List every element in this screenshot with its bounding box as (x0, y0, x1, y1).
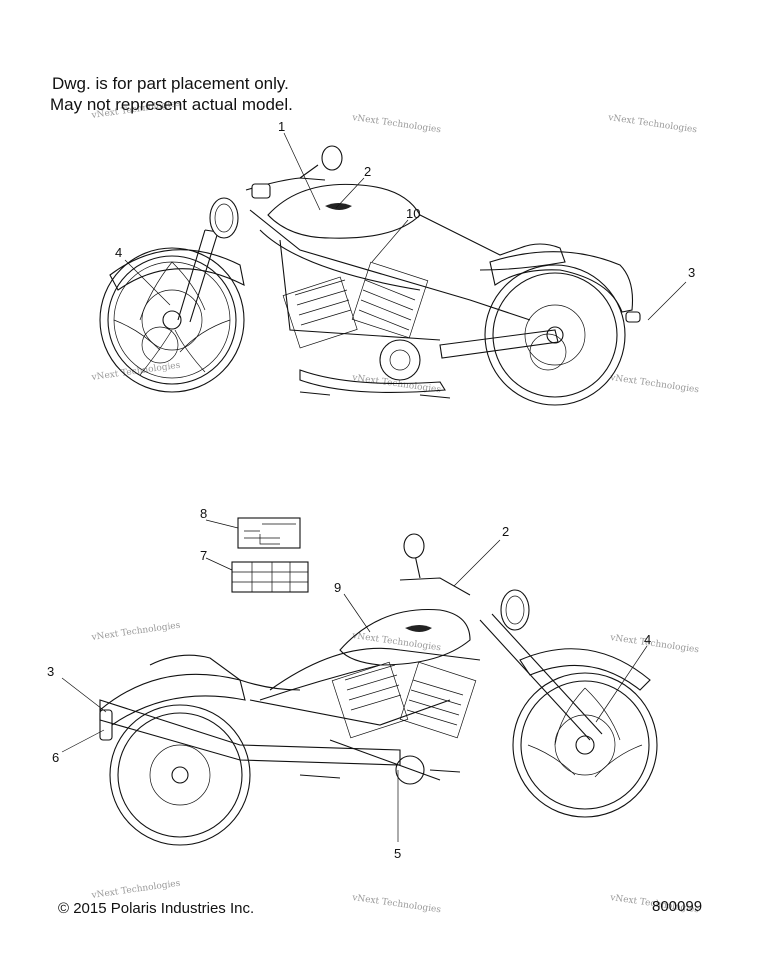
rear-fender (99, 673, 246, 726)
engine (331, 661, 477, 785)
front-wheel (99, 247, 245, 393)
motorcycle-side-view-left (99, 145, 641, 406)
placement-note-line1: Dwg. is for part placement only. (52, 74, 289, 93)
exhaust (99, 699, 401, 766)
callout-10: 10 (406, 206, 420, 221)
footpeg (299, 391, 451, 399)
callout-3: 3 (47, 664, 54, 679)
watermark: vNext Technologies (90, 361, 181, 384)
front-fork (479, 613, 603, 741)
callout-2: 2 (364, 164, 371, 179)
handlebar (399, 554, 471, 596)
taillight (99, 709, 113, 741)
callouts-top: 1 2 10 4 3 (115, 119, 695, 280)
callout-4: 4 (644, 632, 651, 647)
tank-decal (405, 625, 432, 632)
watermark: vNext Technologies (609, 373, 700, 396)
watermark: vNext Technologies (351, 893, 442, 916)
mirror (403, 533, 425, 559)
engine (282, 261, 429, 381)
rear-wheel (484, 264, 626, 406)
front-fender (109, 249, 245, 291)
callout-8: 8 (200, 506, 207, 521)
footpeg (299, 769, 461, 779)
watermark: vNext Technologies (90, 879, 181, 902)
gauge (251, 183, 271, 199)
swingarm (439, 329, 559, 359)
taillight (625, 311, 641, 323)
tank-stripe (259, 664, 381, 701)
placement-note-line2: May not represent actual model. (50, 95, 293, 114)
label-decal-8 (237, 517, 301, 549)
callout-6: 6 (52, 750, 59, 765)
frame (249, 647, 481, 781)
front-fender (519, 648, 651, 691)
fuel-tank (339, 608, 471, 666)
watermarks: vNext Technologies vNext Technologies vN… (90, 99, 700, 916)
frame (249, 209, 531, 341)
exhaust (299, 369, 446, 394)
callout-5: 5 (394, 846, 401, 861)
callout-3: 3 (688, 265, 695, 280)
copyright: © 2015 Polaris Industries Inc. (58, 900, 255, 917)
rear-wheel (109, 704, 251, 846)
watermark: vNext Technologies (607, 113, 698, 136)
callout-4: 4 (115, 245, 122, 260)
callout-2: 2 (502, 524, 509, 539)
seat (419, 214, 566, 271)
headlight (209, 197, 239, 239)
callout-9: 9 (334, 580, 341, 595)
callouts-bottom: 8 7 2 9 3 6 5 4 (47, 506, 651, 861)
rear-fender (489, 251, 634, 313)
watermark: vNext Technologies (609, 633, 700, 656)
watermark: vNext Technologies (351, 631, 442, 654)
drawing-number: 800099 (652, 898, 703, 915)
headlight (500, 589, 530, 631)
fuel-tank (267, 183, 421, 239)
callout-7: 7 (200, 548, 207, 563)
seat (149, 654, 301, 691)
watermark: vNext Technologies (90, 621, 181, 644)
mirror (321, 145, 343, 171)
callout-1: 1 (278, 119, 285, 134)
motorcycle-side-view-right (99, 533, 658, 846)
tank-decal (325, 203, 352, 210)
leader-lines-top (124, 132, 687, 321)
label-decal-7 (231, 561, 309, 593)
watermark: vNext Technologies (351, 113, 442, 136)
front-wheel (512, 672, 658, 818)
front-fork (177, 229, 219, 323)
leader-lines-bottom (61, 519, 648, 842)
